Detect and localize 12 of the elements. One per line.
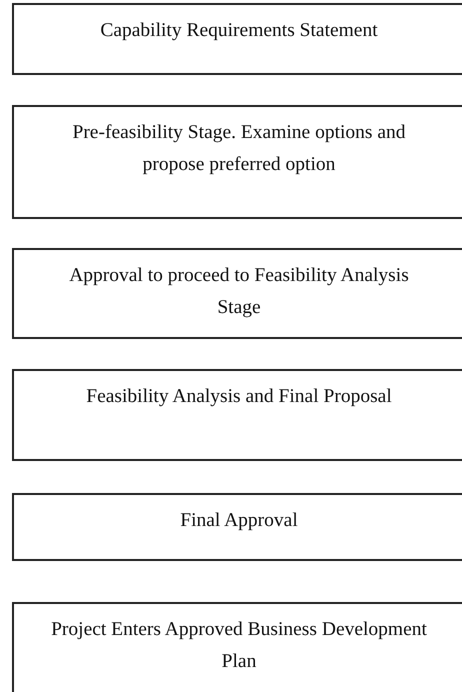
process-box (12, 493, 462, 561)
box-text: Pre-feasibility Stage. Examine options and propose preferred option (71, 121, 407, 177)
process-box (12, 105, 462, 219)
box-text: Project Enters Approved Business Development Plan (50, 618, 428, 674)
box-text: Approval to proceed to Feasibility Analysis Stage (68, 264, 410, 320)
process-box (12, 369, 462, 461)
process-box (12, 3, 462, 75)
process-box (12, 248, 462, 339)
box-text: Feasibility Analysis and Final Proposal (85, 385, 393, 409)
box-text: Final Approval (179, 509, 299, 533)
process-box (12, 602, 462, 692)
box-text: Capability Requirements Statement (99, 19, 379, 43)
